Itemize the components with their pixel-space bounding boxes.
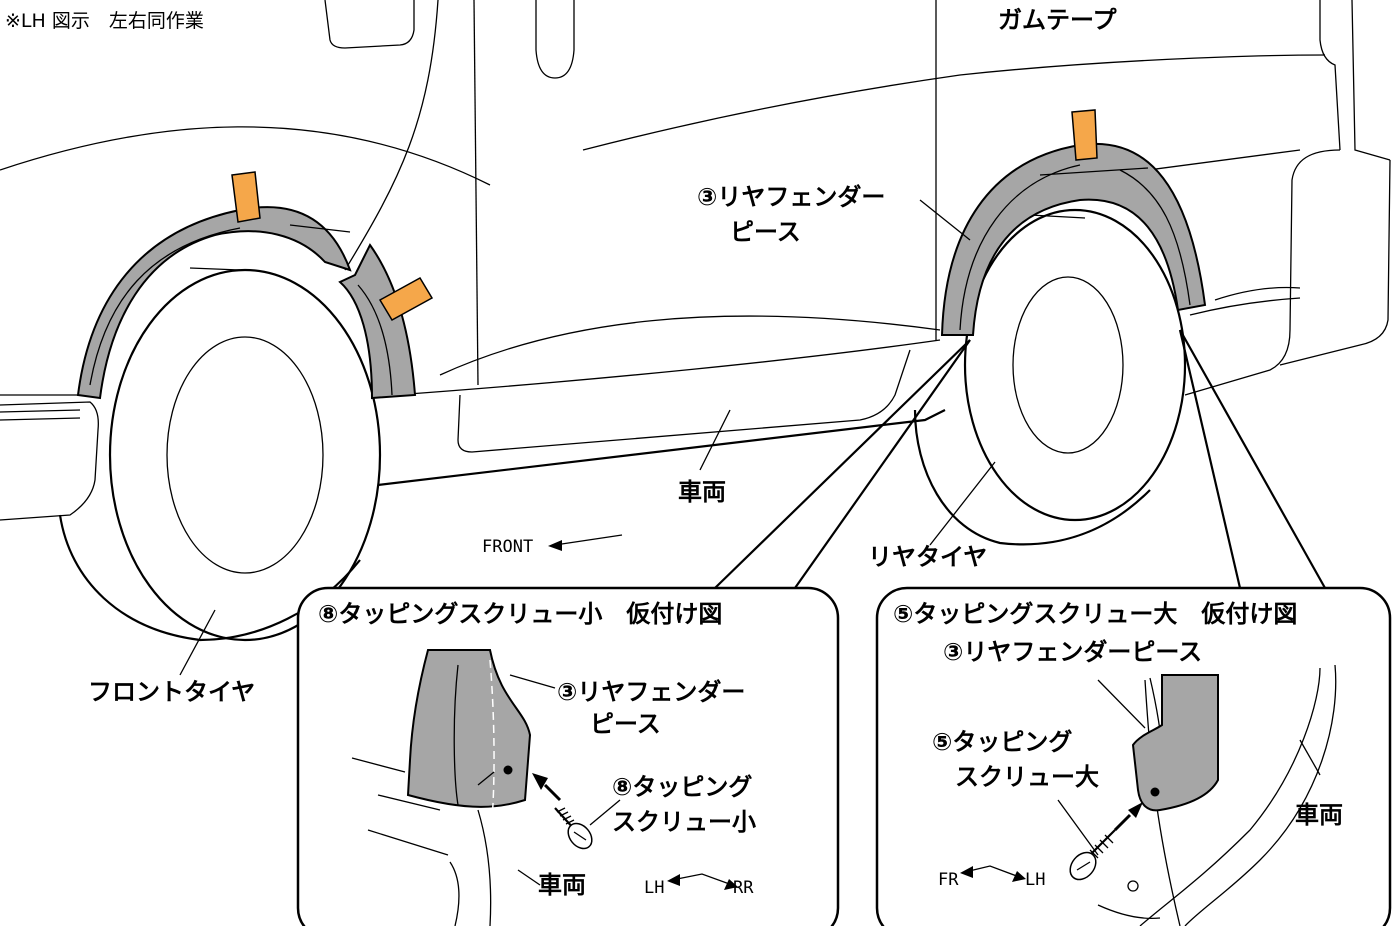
rear-tire-label: リヤタイヤ <box>868 543 987 571</box>
detail-right-title: ⑤タッピングスクリュー大 仮付け図 <box>893 600 1297 628</box>
vehicle-label: 車両 <box>678 478 726 506</box>
fr-lh-arrow: FR LH <box>938 865 1045 890</box>
detail-right-screw-label-1: ⑤タッピング <box>932 728 1072 756</box>
detail-right-dir-fr: FR <box>938 870 959 890</box>
front-arrow <box>548 534 623 551</box>
detail-left-vehicle-label: 車両 <box>538 871 586 899</box>
detail-left-title: ⑧タッピングスクリュー小 仮付け図 <box>318 600 722 628</box>
detail-right-screw-label-2: スクリュー大 <box>955 763 1099 791</box>
detail-left-screw-label-1: ⑧タッピング <box>612 773 752 801</box>
lh-rr-arrow: LH RR <box>644 873 754 898</box>
detail-box-small-screw: ⑧タッピングスクリュー小 仮付け図 ③リヤフェンダー ピース ⑧タッピング スク… <box>296 586 840 926</box>
front-fender-flare <box>76 206 417 400</box>
front-tape <box>231 171 434 322</box>
rear-fender-label-1: ③リヤフェンダー <box>697 183 885 211</box>
detail-left-dir-lh: LH <box>644 878 664 898</box>
detail-left-dir-rr: RR <box>733 878 754 898</box>
rear-fender-piece <box>940 142 1207 336</box>
small-screw-icon <box>554 807 593 850</box>
rear-fender-label-2: ピース <box>730 218 801 246</box>
detail-left-screw-label-2: スクリュー小 <box>612 808 756 836</box>
detail-right-fender-label: ③リヤフェンダーピース <box>943 638 1202 666</box>
large-screw-icon <box>1069 829 1116 881</box>
front-tire-label: フロントタイヤ <box>88 678 255 706</box>
detail-left-fender-label-2: ピース <box>590 710 661 738</box>
detail-right-vehicle-label: 車両 <box>1295 801 1343 829</box>
rear-tire <box>913 208 1187 546</box>
detail-right-dir-lh: LH <box>1025 870 1045 890</box>
detail-box-large-screw: ⑤タッピングスクリュー大 仮付け図 ③リヤフェンダーピース ⑤タッピング スクリ… <box>875 586 1392 926</box>
gum-tape-label: ガムテープ <box>998 6 1118 34</box>
label-pointers <box>179 199 996 676</box>
note-lh: ※LH 図示 左右同作業 <box>5 10 204 32</box>
rear-tape <box>1071 109 1098 161</box>
leader-lines <box>714 329 1326 589</box>
front-label: FRONT <box>482 537 533 557</box>
detail-left-fender-label-1: ③リヤフェンダー <box>557 678 745 706</box>
